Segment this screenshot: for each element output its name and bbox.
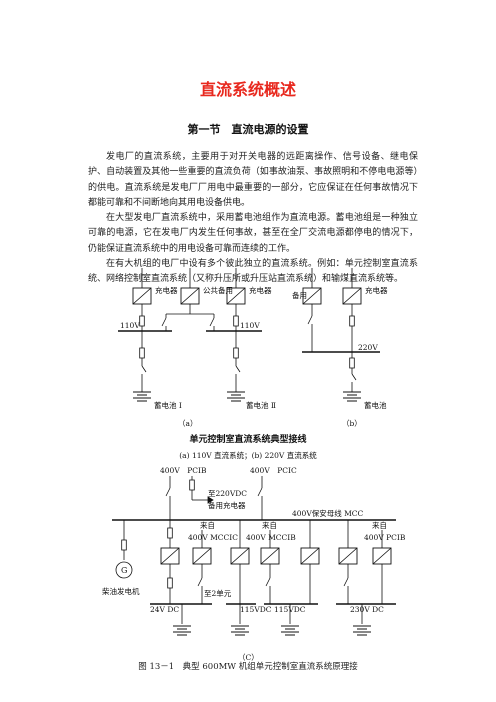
diagram-a-label: （a） [178, 419, 197, 428]
paragraph-1: 发电厂的直流系统，主要用于对开关电器的远距离操作、信号设备、继电保护、自动装置及… [88, 152, 418, 208]
charger-1-box [132, 287, 152, 305]
document-title: 直流系统概述 [199, 80, 296, 99]
from3-label-b: 400V PCIB [364, 533, 406, 542]
diagram-b [302, 268, 380, 402]
section-heading: 第一节 直流电源的设置 [187, 123, 309, 136]
battery-1-symbol [132, 391, 152, 402]
diagram-c-labels: 400V PCIB 400V PCIC 至220VDC 备用充电器 400V保安… [102, 466, 406, 662]
paragraph-3: 在有大机组的电厂中设有多个彼此独立的直流系统。例如：单元控制室直流系统、网络控制… [88, 259, 418, 285]
to-charger-label-1: 至220VDC [208, 489, 247, 498]
to-charger-label-2: 备用充电器 [208, 500, 246, 510]
diagram-c-label: （C） [238, 653, 259, 662]
from1-label-a: 来自 [200, 520, 215, 530]
diagram-c [112, 476, 396, 636]
pc2-label: 400V PCIC [250, 466, 297, 475]
diagram-b-label: （b） [342, 419, 362, 428]
diesel-generator-symbol [115, 561, 133, 579]
battery-2-label: 蓄电池 Ⅱ [246, 400, 276, 410]
dc115a-label: 115VDC [240, 605, 272, 614]
common-standby-box [180, 287, 200, 305]
dc230-label: 230V DC [350, 605, 384, 614]
from3-label-a: 来自 [372, 520, 387, 530]
diagram-a [118, 268, 262, 402]
bus-110v-1-label: 110V [120, 321, 140, 330]
figure-subtitle: (a) 110V 直流系统；(b) 220V 直流系统 [179, 450, 317, 460]
figure-caption: 图 13－1 典型 600MW 机组单元控制室直流系统原理接 [138, 662, 358, 672]
pc1-label: 400V PCIB [160, 466, 207, 475]
charger-1-label-a: 充电器 [155, 285, 178, 295]
charger-b-label: 充电器 [365, 285, 388, 295]
battery-b-label: 蓄电池 [364, 400, 387, 410]
figure-title: 单元控制室直流系统典型接线 [189, 433, 306, 445]
to-unit2-label: 至2单元 [204, 588, 232, 598]
charger-2-label: 充电器 [249, 285, 272, 295]
dc24-label: 24V DC [150, 605, 179, 614]
battery-2-symbol [226, 391, 246, 402]
from2-label-a: 来自 [262, 520, 277, 530]
standby-label: 备用 [292, 290, 307, 300]
diesel-label: 柴油发电机 [102, 586, 140, 596]
from2-label-b: 400V MCCIB [246, 533, 296, 542]
common-standby-label: 公共备用 [203, 285, 233, 295]
charger-b-box [342, 287, 362, 305]
paragraph-2: 在大型发电厂直流系统中，采用蓄电池组作为直流电源。蓄电池组是一种独立可靠的电源，… [88, 213, 418, 254]
battery-b-symbol [342, 391, 362, 402]
diagram-b-labels: 备用 充电器 220V 蓄电池 （b） [292, 285, 388, 428]
battery-1-label: 蓄电池 Ⅰ [154, 400, 182, 410]
generator-letter: G [121, 566, 127, 575]
from1-label-b: 400V MCCIC [188, 533, 238, 542]
bus-220v-label: 220V [358, 343, 378, 352]
bus-110v-2-label: 110V [240, 321, 260, 330]
diagram-a-labels: 充电器 公共备用 充电器 110V 110V 蓄电池 Ⅰ 蓄电池 Ⅱ （a） [120, 285, 276, 428]
dc115b-label: 115VDC [274, 605, 306, 614]
mcc-label: 400V保安母线 MCC [292, 508, 364, 518]
